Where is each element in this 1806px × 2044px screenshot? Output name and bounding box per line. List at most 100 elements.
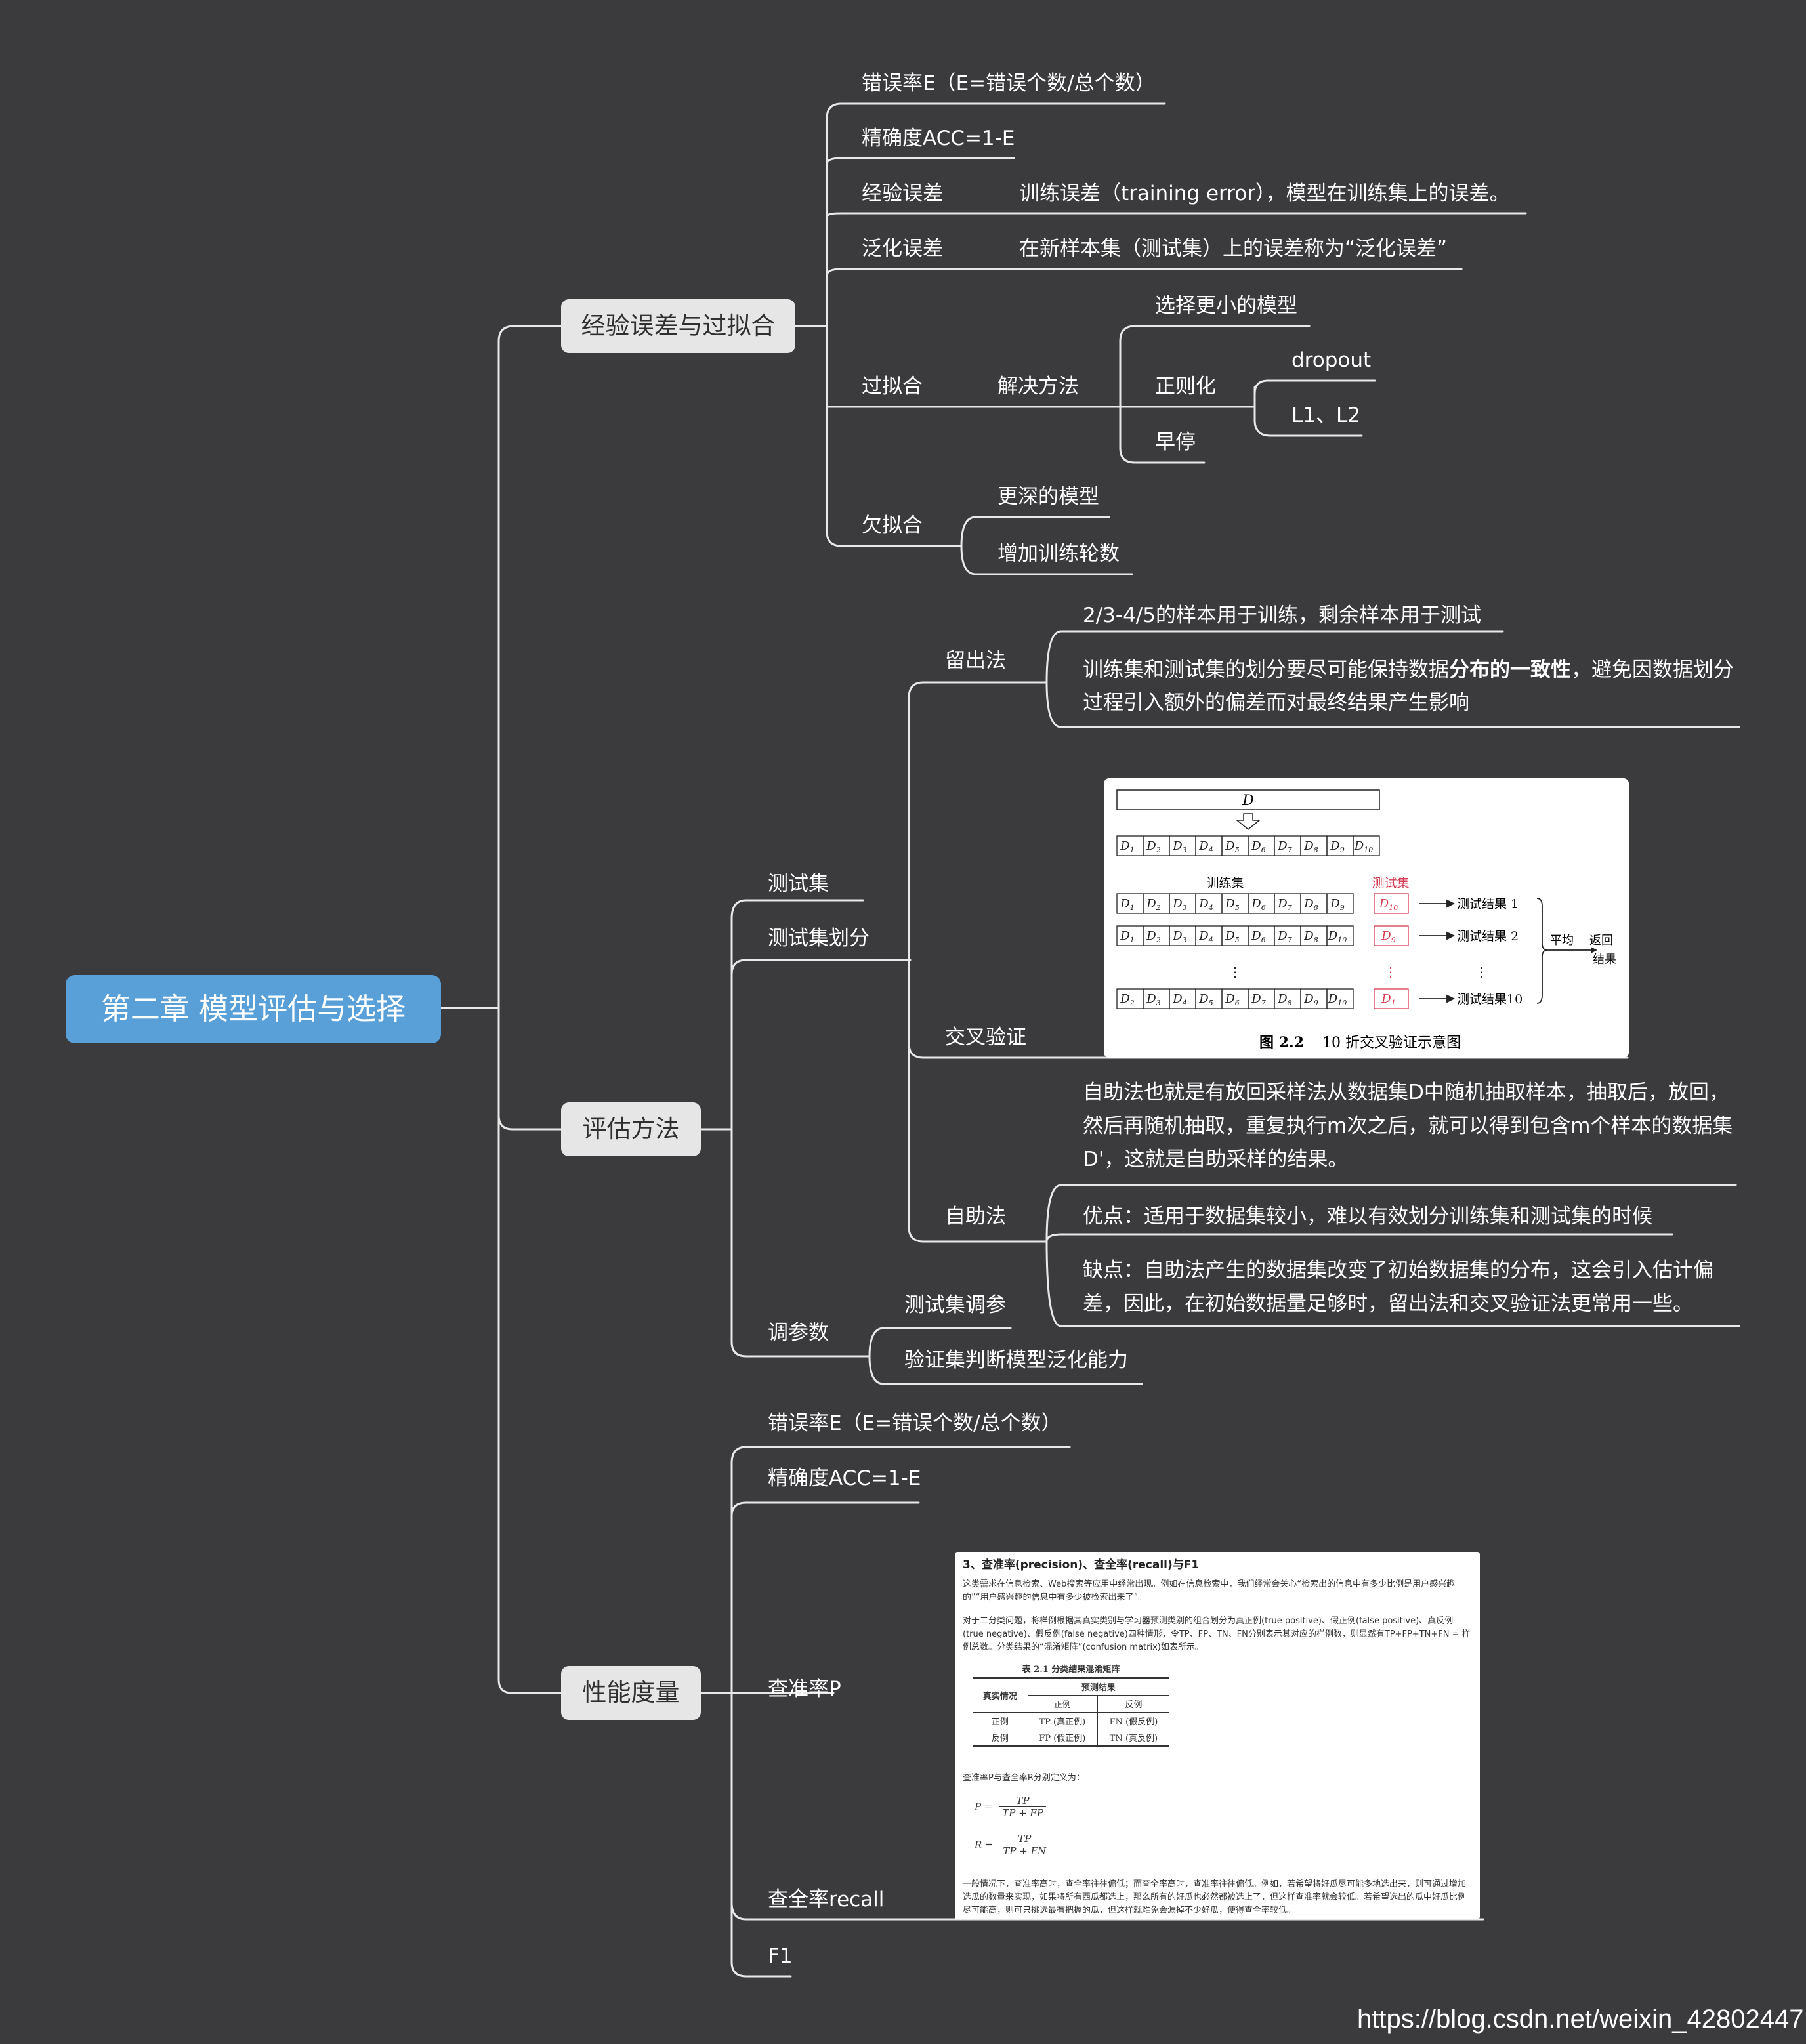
cv-row1-train-D5: D5	[1225, 897, 1239, 912]
branch-empirical-error-overfitting[interactable]: 经验误差与过拟合	[561, 299, 795, 353]
b2-bootstrap-pro: 优点：适用于数据集较小，难以有效划分训练集和测试集的时候	[1083, 1205, 1652, 1228]
cv-result1: 测试结果 1	[1457, 897, 1519, 911]
cv-result: 结果	[1593, 953, 1616, 967]
cv-subset-D4: D4	[1198, 839, 1213, 854]
b1-accuracy: 精确度ACC=1-E	[862, 127, 1015, 150]
b2-bootstrap: 自助法	[945, 1205, 1006, 1228]
cv-row1-train-D1: D1	[1120, 897, 1134, 912]
pc-heading: 3、查准率(precision)、查全率(recall)与F1	[963, 1558, 1200, 1572]
cv-row2-train-D10-box	[1326, 925, 1354, 946]
root-node[interactable]: 第二章 模型评估与选择	[66, 975, 441, 1043]
cv-row2-test-D9-box	[1374, 925, 1409, 946]
b1-dropout: dropout	[1292, 348, 1372, 372]
cv-row2-train-D8: D8	[1303, 929, 1318, 944]
cv-row3-test-D1: D1	[1381, 992, 1395, 1007]
pc-p3: 一般情况下，查准率高时，查全率往往偏低；而查全率高时，查准率往往偏低。例如，若希…	[963, 1879, 1467, 1915]
b3-error-rate: 错误率E（E=错误个数/总个数）	[768, 1411, 1062, 1435]
cv-train-label: 训练集	[1206, 876, 1244, 890]
cv-row1-train-D6: D6	[1251, 897, 1265, 912]
cv-row1-train-D9-box	[1326, 893, 1354, 914]
cv-row3-train-D2: D2	[1120, 992, 1134, 1007]
cv-average: 平均	[1550, 934, 1574, 948]
b1-l1l2: L1、L2	[1292, 404, 1360, 427]
b3-f1: F1	[768, 1944, 793, 1968]
b1-generalization-error-detail: 在新样本集（测试集）上的误差称为“泛化误差”	[1019, 237, 1448, 261]
cv-result2: 测试结果 2	[1457, 929, 1519, 944]
cv-top-d: D	[1242, 793, 1254, 809]
b1-underfitting: 欠拟合	[862, 514, 923, 537]
b1-empirical-error: 经验误差	[862, 182, 943, 205]
b2-test-tune: 测试集调参	[904, 1293, 1006, 1317]
b1-solutions: 解决方法	[998, 375, 1079, 398]
b1-empirical-error-detail: 训练误差（training error），模型在训练集上的误差。	[1019, 182, 1510, 205]
b2-cross-validation: 交叉验证	[945, 1026, 1026, 1049]
cv-row1-test-D10: D10	[1379, 897, 1398, 912]
cv-subset-D10: D10	[1354, 839, 1373, 854]
b1-error-rate: 错误率E（E=错误个数/总个数）	[862, 72, 1156, 95]
b2-bootstrap-con: 缺点：自助法产生的数据集改变了初始数据集的分布，这会引入估计偏差，因此，在初始数…	[1083, 1259, 1713, 1316]
cv-caption: 10 折交叉验证示意图	[1322, 1035, 1461, 1051]
svg-text:⋮: ⋮	[1228, 964, 1242, 980]
svg-text:⋮: ⋮	[1475, 964, 1488, 980]
b2-holdout-note1: 2/3-4/5的样本用于训练，剩余样本用于测试	[1083, 604, 1481, 627]
pc-p1: 这类需求在信息检索、Web搜索等应用中经常出现。例如在信息检索中，我们经常会关心…	[963, 1579, 1456, 1602]
cv-subset-D10-box	[1353, 835, 1380, 856]
cv-test-label: 测试集	[1372, 876, 1409, 890]
precision-recall-card: 3、查准率(precision)、查全率(recall)与F1 这类需求在信息检…	[955, 1552, 1480, 1919]
branch-evaluation-methods[interactable]: 评估方法	[561, 1102, 701, 1156]
b1-overfitting: 过拟合	[862, 375, 923, 398]
b3-precision: 查准率P	[768, 1677, 841, 1701]
cv-row2-train-D4: D4	[1198, 929, 1213, 944]
b2-test-split: 测试集划分	[768, 927, 870, 950]
cv-down-arrow-icon	[1235, 813, 1261, 830]
cv-row3-train-D6: D6	[1225, 992, 1239, 1007]
b1-more-epochs: 增加训练轮数	[998, 542, 1120, 566]
b2-bootstrap-desc: 自助法也就是有放回采样法从数据集D中随机抽取样本，抽取后，放回，然后再随机抽取，…	[1083, 1081, 1733, 1171]
cv-result10: 测试结果10	[1457, 992, 1522, 1007]
cv-row2-train-D10: D10	[1328, 929, 1347, 944]
b1-regularization: 正则化	[1155, 375, 1216, 398]
cv-row3-train-D10: D10	[1328, 992, 1347, 1007]
b2-holdout-note2: 训练集和测试集的划分要尽可能保持数据分布的一致性，避免因数据划分过程引入额外的偏…	[1083, 658, 1734, 715]
b1-smaller-model: 选择更小的模型	[1155, 294, 1297, 318]
cv-row2-test-D9: D9	[1381, 929, 1395, 944]
pc-table-title: 表 2.1 分类结果混淆矩阵	[1022, 1665, 1120, 1675]
b1-early-stop: 早停	[1155, 430, 1196, 454]
cv-row3-train-D7: D7	[1251, 992, 1265, 1007]
cv-subset-D3: D3	[1172, 839, 1186, 854]
cv-row1-train-D3: D3	[1172, 897, 1186, 912]
b3-accuracy: 精确度ACC=1-E	[768, 1467, 921, 1490]
cv-row1-train-D8: D8	[1303, 897, 1318, 912]
cv-return: 返回	[1589, 934, 1613, 948]
cv-row1-train-D4: D4	[1198, 897, 1213, 912]
b2-test-set: 测试集	[768, 872, 829, 896]
cv-subset-D6: D6	[1251, 839, 1265, 854]
pc-formula-p: P = TP TP + FP	[975, 1795, 1046, 1819]
cv-row1-train-D2: D2	[1146, 897, 1160, 912]
cv-row2-train-D6: D6	[1251, 929, 1265, 944]
b1-deeper-model: 更深的模型	[998, 485, 1099, 509]
b1-generalization-error: 泛化误差	[862, 237, 943, 261]
b2-holdout: 留出法	[945, 649, 1006, 673]
branch-performance-measures[interactable]: 性能度量	[561, 1666, 701, 1720]
cv-row3-test-D1-box	[1374, 988, 1409, 1009]
cv-row3-train-D3: D3	[1146, 992, 1160, 1007]
cv-subset-D2: D2	[1146, 839, 1160, 854]
b2-tuning: 调参数	[768, 1321, 829, 1345]
cv-row3-train-D5: D5	[1198, 992, 1213, 1007]
cv-subset-D7: D7	[1277, 839, 1292, 854]
cv-row2-train-D1: D1	[1120, 929, 1134, 944]
cv-row1-test-D10-box	[1374, 893, 1409, 914]
cv-row3-train-D9: D9	[1303, 992, 1318, 1007]
pc-p2: 对于二分类问题，将样例根据其真实类别与学习器预测类别的组合划分为真正例(true…	[963, 1616, 1471, 1652]
pc-formula-r: R = TP TP + FN	[975, 1833, 1049, 1857]
cv-row2-train-D5: D5	[1225, 929, 1239, 944]
cv-row3-train-D8: D8	[1277, 992, 1292, 1007]
cv-row3-train-D4: D4	[1172, 992, 1186, 1007]
cv-row2-train-D2: D2	[1146, 929, 1160, 944]
svg-text:⋮: ⋮	[1384, 964, 1397, 980]
cv-subset-D5: D5	[1225, 839, 1239, 854]
cv-subset-D8: D8	[1303, 839, 1318, 854]
